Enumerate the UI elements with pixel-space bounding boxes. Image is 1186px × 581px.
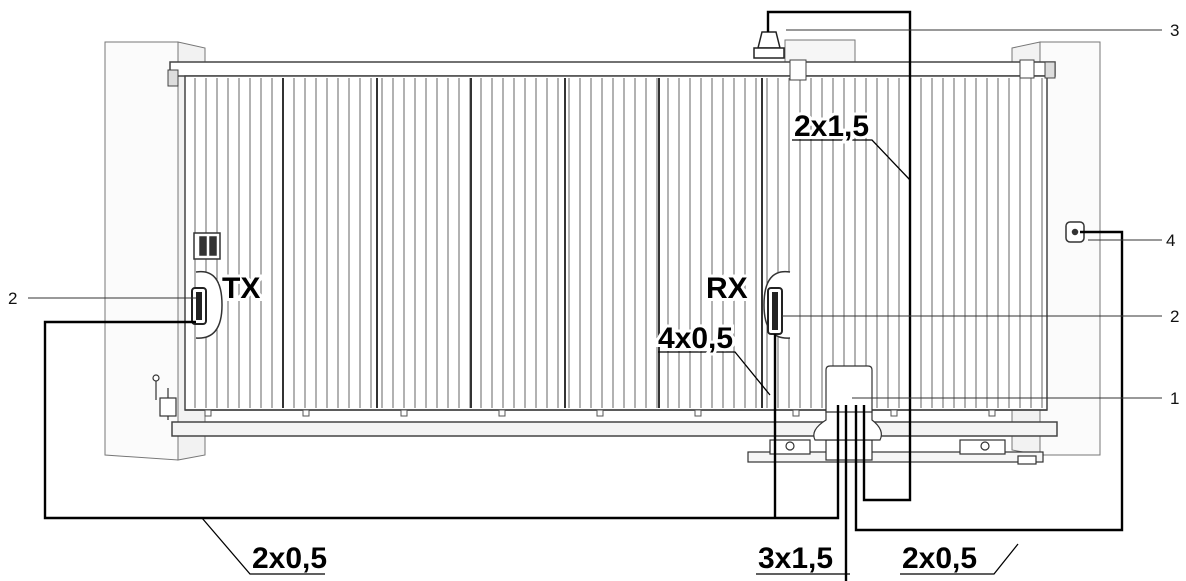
photocell-rx (763, 270, 791, 339)
callout-3: 3 (1170, 21, 1179, 40)
rack-bolt (400, 409, 408, 417)
callout-4: 4 (1166, 231, 1175, 250)
flashing-light (753, 31, 785, 59)
cable-label-key: 2x0,5 (902, 542, 977, 575)
cable-key (854, 230, 1124, 532)
rack-bolt (596, 409, 604, 417)
cable-label-flash: 2x1,5 (794, 110, 869, 143)
rack-bolt (890, 409, 898, 417)
cable-label-power: 3x1,5 (758, 542, 833, 575)
cable-label-tx: 2x0,5 (252, 542, 327, 575)
callout-2-right: 2 (1170, 307, 1179, 326)
tx-label: TX (222, 272, 260, 305)
cable-label-rx: 4x0,5 (658, 322, 733, 355)
rack-bolt (302, 409, 310, 417)
rack-bolt (792, 409, 800, 417)
gate-stop-bracket (152, 374, 177, 420)
gate-leaf (167, 59, 1058, 437)
rack-bolt (498, 409, 506, 417)
rack-bolt (204, 409, 212, 417)
rack-bolt (694, 409, 702, 417)
key-selector (1065, 221, 1085, 243)
limit-switch-bracket (193, 232, 221, 260)
callout-lines (28, 29, 1162, 399)
rx-label: RX (706, 272, 748, 305)
photocell-tx (191, 270, 223, 339)
callout-2-left: 2 (8, 289, 17, 308)
rack-bolt (988, 409, 996, 417)
cable-flash (766, 10, 912, 502)
callout-1: 1 (1170, 389, 1179, 408)
cable-leaders (201, 139, 1019, 575)
cable-tx (43, 320, 840, 520)
wiring (43, 10, 1124, 581)
